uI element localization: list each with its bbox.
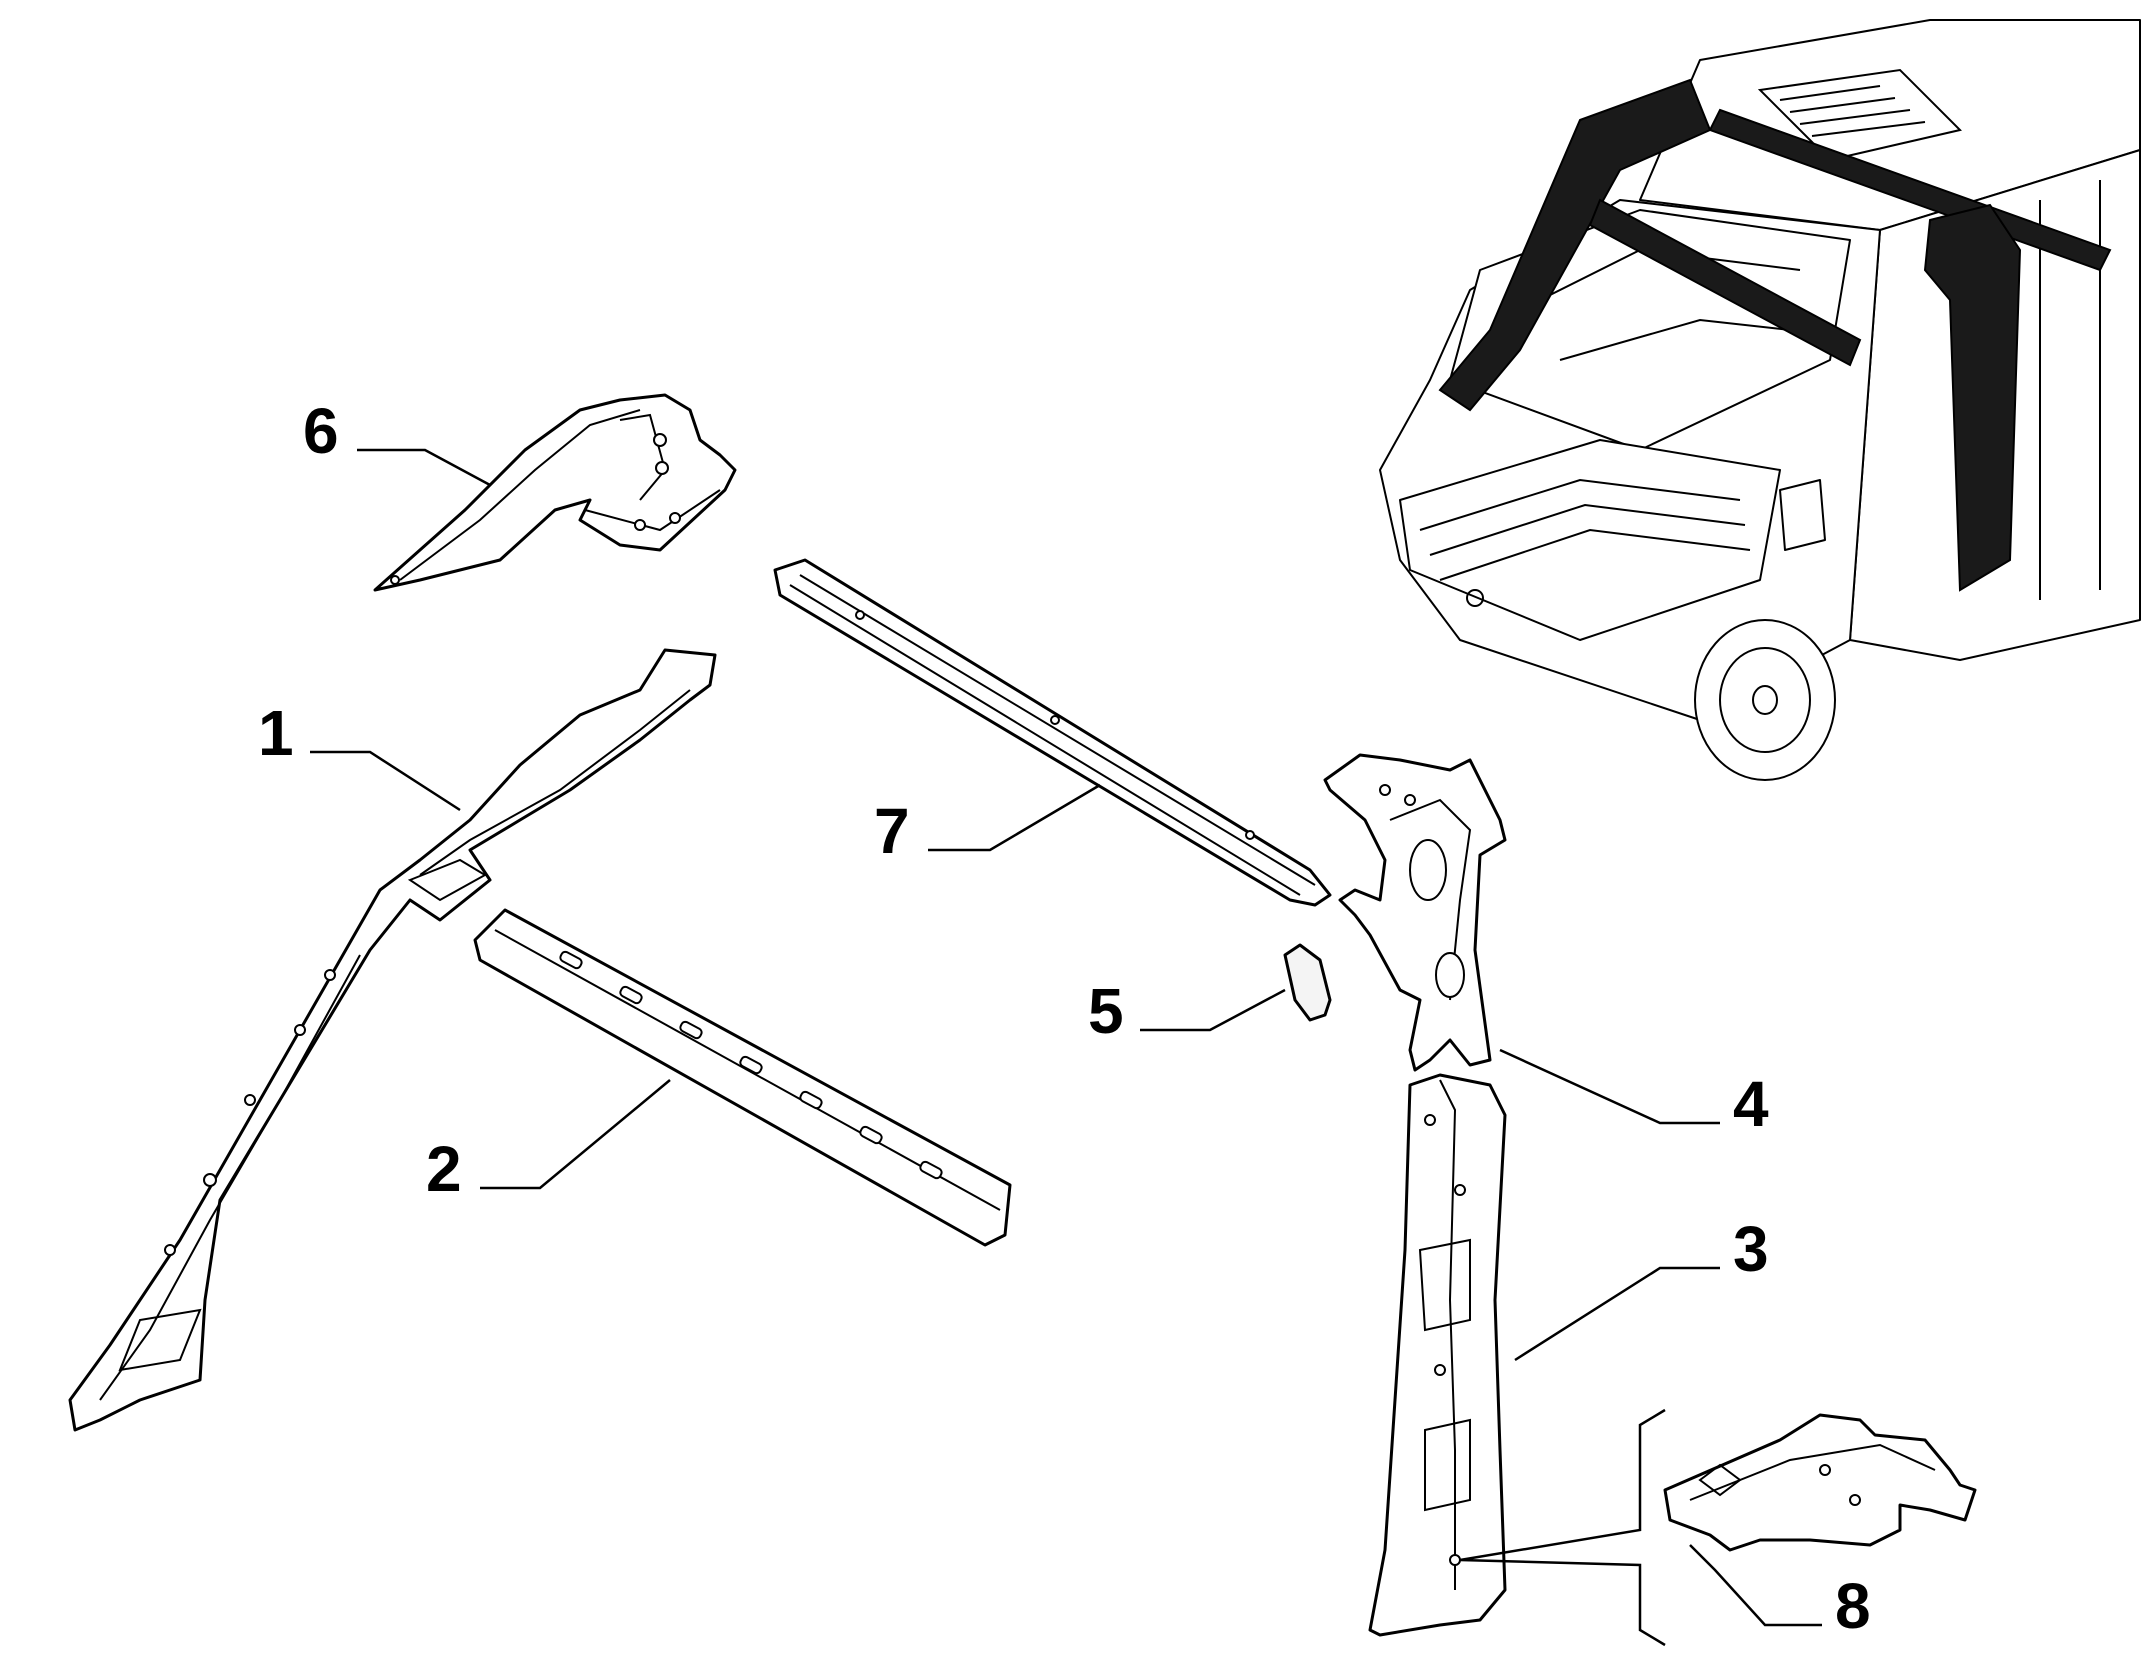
- part-7-roof-rail: [773, 558, 1332, 907]
- part-8-plate: [1663, 1413, 1977, 1552]
- van-overview: [1379, 19, 2141, 781]
- leader-3: [1514, 1266, 1720, 1362]
- part-1-a-pillar: [68, 648, 717, 1432]
- callout-5: 5: [1088, 975, 1124, 1047]
- leader-2: [480, 1079, 671, 1190]
- leader-5: [1140, 988, 1286, 1032]
- leader-4: [1499, 1048, 1720, 1125]
- leader-8-bracket: [1459, 1408, 1666, 1647]
- callout-1: 1: [258, 697, 294, 769]
- leader-1: [310, 750, 461, 812]
- part-2-header-panel: [473, 908, 1012, 1247]
- part-6-bracket: [373, 393, 737, 592]
- leader-6: [357, 448, 491, 487]
- part-3-lower-pillar: [1368, 1073, 1507, 1637]
- leader-lines: [310, 448, 1822, 1647]
- callout-6: 6: [303, 395, 339, 467]
- callout-7: 7: [874, 795, 910, 867]
- callout-numbers: 1 2 3 4 5 6 7 8: [258, 395, 1871, 1642]
- callout-3: 3: [1733, 1213, 1769, 1285]
- part-4-upper-pillar: [1323, 753, 1507, 1072]
- callout-2: 2: [426, 1133, 462, 1205]
- leader-7: [928, 783, 1101, 852]
- part-5-cap: [1283, 943, 1332, 1022]
- callout-8: 8: [1835, 1570, 1871, 1642]
- callout-4: 4: [1733, 1068, 1769, 1140]
- leader-8: [1689, 1544, 1822, 1627]
